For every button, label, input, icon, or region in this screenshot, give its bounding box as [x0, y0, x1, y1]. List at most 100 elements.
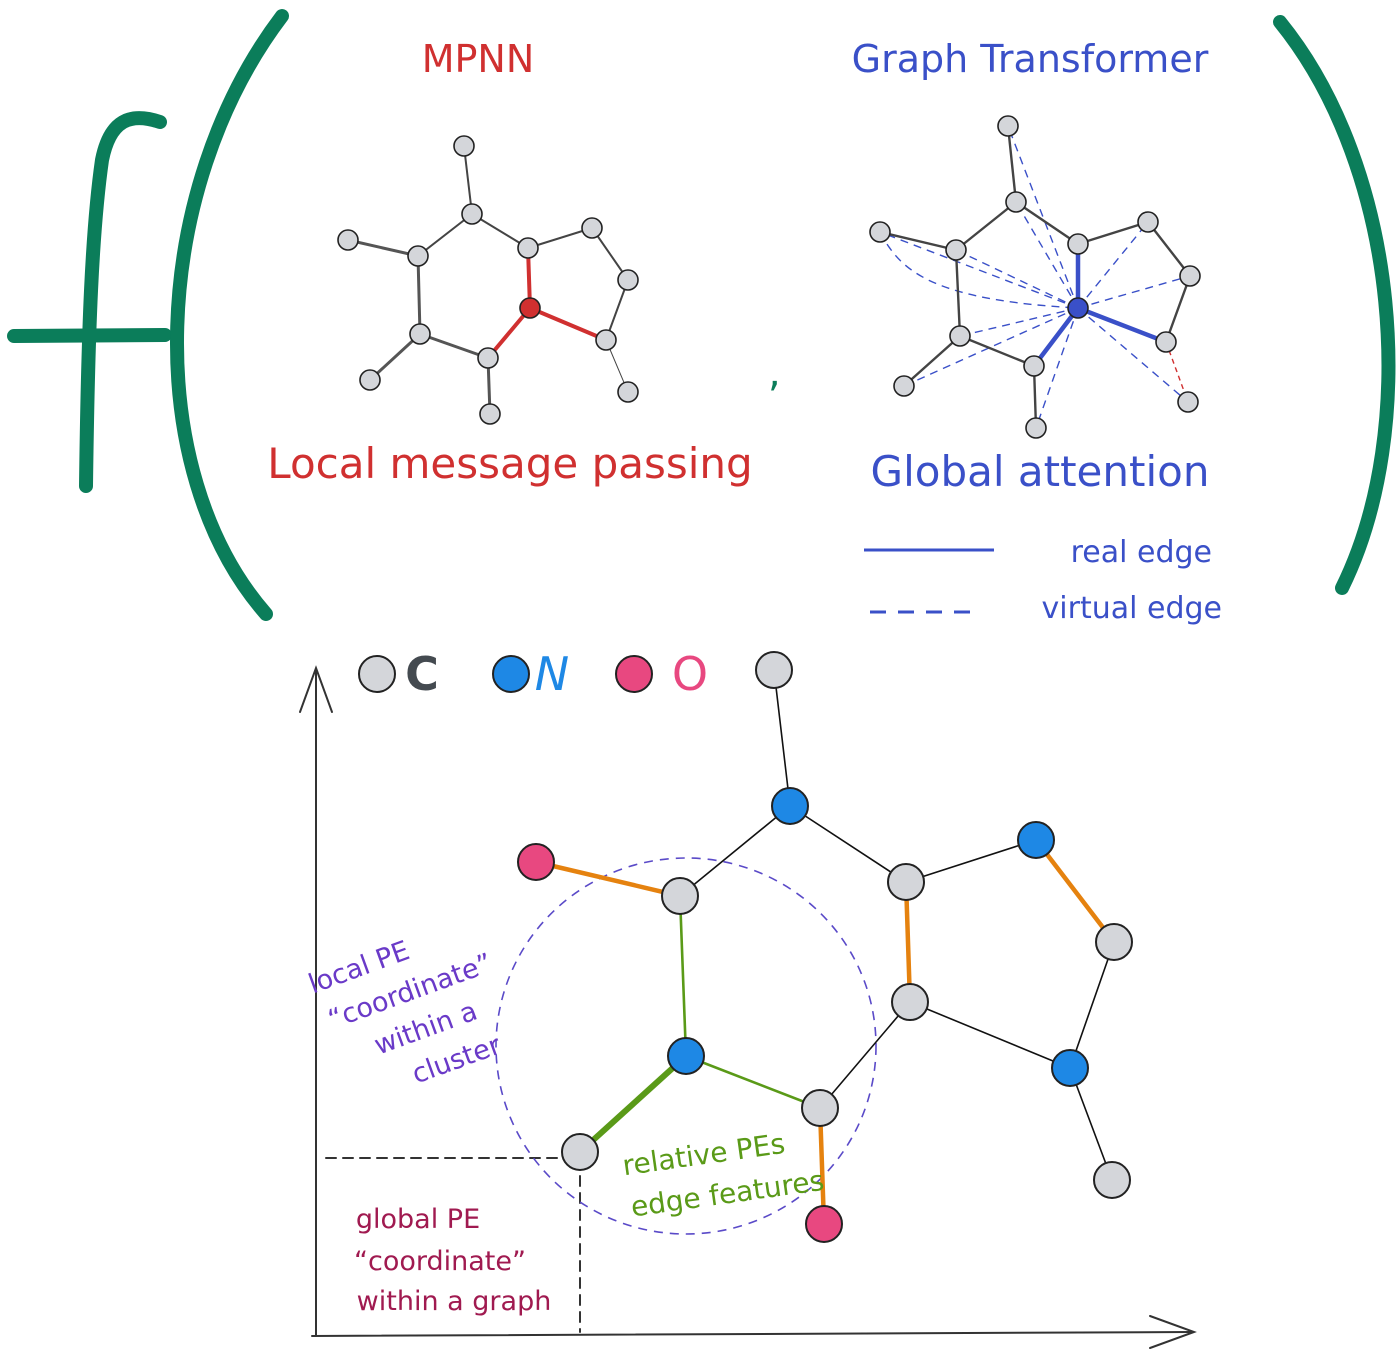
virtual-edge [1015, 201, 1079, 309]
virtual-edge [1077, 307, 1189, 403]
real-edge [1014, 200, 1080, 246]
carbon-legend-label: C [405, 647, 439, 701]
mpnn-node [517, 237, 539, 259]
mpnn-node [595, 329, 617, 351]
gt-node [945, 239, 967, 261]
nitrogen-atom [667, 1037, 705, 1075]
mpnn-edge [463, 145, 473, 215]
gt-center-node [1067, 297, 1089, 319]
graph-transformer-graph [869, 115, 1201, 439]
local-pe-cluster-circle [495, 857, 877, 1235]
oxygen-legend-dot [615, 655, 653, 693]
f-stroke [79, 111, 167, 493]
molecule-bond [773, 669, 791, 807]
real-edge [1146, 220, 1192, 278]
molecule-bond [819, 1001, 911, 1109]
molecule-bond [1069, 1067, 1113, 1181]
mpnn-node [581, 217, 603, 239]
carbon-legend-dot [358, 655, 396, 693]
gt-node [1005, 191, 1027, 213]
virtual-edge [1035, 307, 1079, 429]
nitrogen-atom [1017, 821, 1055, 859]
carbon-atom [561, 1133, 599, 1171]
mpnn-node [477, 347, 499, 369]
mpnn-edge [471, 213, 529, 249]
x-axis [311, 1331, 1193, 1337]
gt-node [997, 115, 1019, 137]
molecule-bond [789, 805, 907, 883]
x-axis-arrowhead [1149, 1315, 1197, 1349]
mpnn-node [479, 403, 501, 425]
global-pe-line-1: global PE [356, 1204, 480, 1235]
atom-legend: C N O [358, 647, 708, 701]
gt-node [893, 375, 915, 397]
gt-node [1067, 233, 1089, 255]
comma: , [768, 350, 781, 396]
right-parenthesis [1273, 15, 1396, 595]
mpnn-title: MPNN [422, 37, 535, 81]
real-edge [954, 200, 1018, 252]
carbon-atom [755, 651, 793, 689]
real-edge-label: real edge [1071, 535, 1212, 570]
oxygen-atom [517, 843, 555, 881]
local-pe-annotation: local PE “coordinate” within a cluster [305, 935, 506, 1090]
molecule-bond [679, 805, 791, 897]
molecule-bond [577, 1053, 689, 1155]
real-edge [902, 334, 962, 388]
real-edge [1006, 124, 1018, 204]
mpnn-node [359, 369, 381, 391]
gt-node [949, 325, 971, 347]
molecule-bond [678, 894, 688, 1058]
oxygen-legend-label: O [672, 647, 708, 701]
gt-node [1179, 265, 1201, 287]
molecule-bond [903, 879, 913, 1005]
left-parenthesis [170, 9, 289, 621]
virtual-edge [879, 231, 1079, 309]
real-edge-attended [1075, 305, 1169, 345]
real-edge [1164, 274, 1192, 344]
gt-node [1177, 391, 1199, 413]
molecule-bond [817, 1105, 827, 1227]
real-edge-attended [1031, 305, 1081, 369]
virtual-edge-label: virtual edge [1042, 591, 1222, 626]
mpnn-node [617, 269, 639, 291]
virtual-edge [903, 307, 1079, 387]
molecule-bond [684, 1054, 822, 1110]
global-pe-line-3: within a graph [357, 1286, 552, 1317]
mpnn-caption: Local message passing [267, 439, 752, 488]
edge-legend: real edge virtual edge [864, 535, 1222, 626]
carbon-atom [661, 877, 699, 915]
molecule-bond [1033, 837, 1117, 945]
mpnn-node [461, 203, 483, 225]
graph-transformer-caption: Global attention [871, 447, 1210, 496]
mpnn-edge [416, 254, 422, 336]
axes [299, 665, 1197, 1349]
molecule-bond [533, 859, 683, 899]
virtual-edge [879, 231, 1079, 309]
molecule-graph [517, 651, 1133, 1243]
nitrogen-atom [1051, 1049, 1089, 1087]
mpnn-edge [527, 227, 593, 249]
mpnn-edge [368, 332, 422, 382]
mpnn-node [337, 229, 359, 251]
virtual-edge [1077, 275, 1191, 309]
gt-node [1023, 355, 1045, 377]
nitrogen-legend-dot [492, 655, 530, 693]
relative-pe-annotation: relative PEs edge features [620, 1127, 826, 1224]
oxygen-atom [805, 1205, 843, 1243]
virtual-edge [1077, 221, 1149, 309]
molecule-bond [909, 1001, 1071, 1069]
gt-node [1155, 331, 1177, 353]
real-edge [954, 248, 962, 338]
carbon-atom [1095, 923, 1133, 961]
carbon-atom [801, 1089, 839, 1127]
virtual-edge [955, 249, 1079, 309]
mpnn-edge [417, 213, 473, 257]
gt-node [1137, 211, 1159, 233]
mpnn-edge [418, 332, 490, 360]
molecule-bond [1069, 941, 1115, 1069]
virtual-edge [959, 307, 1079, 337]
mpnn-graph [337, 135, 639, 425]
mpnn-node [407, 245, 429, 267]
